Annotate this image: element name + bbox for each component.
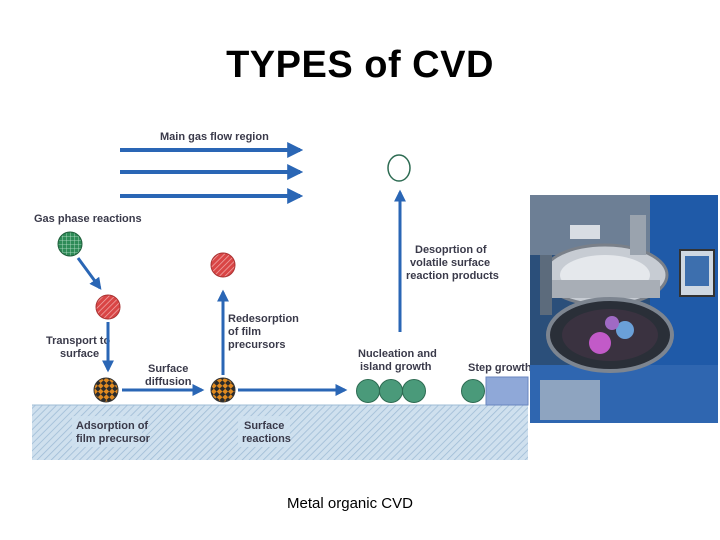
- mocvd-reactor-photo: [530, 195, 718, 423]
- label-gas-phase-reactions: Gas phase reactions: [34, 213, 142, 225]
- slide-title: TYPES of CVD: [226, 44, 494, 86]
- label-step-growth: Step growth: [468, 362, 530, 374]
- label-transport-to-surface-2: surface: [60, 348, 99, 360]
- label-nucleation-1: Nucleation and: [358, 348, 437, 360]
- slide-caption: Metal organic CVD: [287, 495, 413, 512]
- adsorbed-precursor-1: [93, 377, 119, 403]
- volatile-product: [387, 154, 411, 182]
- label-adsorption-2: film precursor: [76, 433, 151, 445]
- label-surface-reactions-1: Surface: [244, 420, 284, 432]
- step-nucleus: [461, 379, 485, 403]
- label-transport-to-surface-1: Transport to: [46, 335, 110, 347]
- label-main-gas-flow: Main gas flow region: [160, 131, 269, 143]
- label-desorption-3: reaction products: [406, 270, 499, 282]
- label-redesorption-1: Redesorption: [228, 313, 299, 325]
- label-redesorption-2: of film: [228, 326, 261, 338]
- gas-flow-arrows: [120, 142, 304, 204]
- redesorbed-precursor: [210, 252, 236, 278]
- island-nuclei: [356, 379, 426, 403]
- label-adsorption-1: Adsorption of: [76, 420, 148, 432]
- step-block: [485, 376, 529, 406]
- label-desorption-1: Desoprtion of: [415, 244, 487, 256]
- cvd-process-diagram: Main gas flow region Gas phase reactions…: [32, 131, 530, 460]
- label-desorption-2: volatile surface: [410, 257, 490, 269]
- label-redesorption-3: precursors: [228, 339, 285, 351]
- label-surface-diffusion-2: diffusion: [145, 376, 192, 388]
- label-surface-diffusion-1: Surface: [148, 363, 188, 375]
- adsorbed-precursor-2: [210, 377, 236, 403]
- label-nucleation-2: island growth: [360, 361, 432, 373]
- gas-phase-molecule: [57, 231, 83, 257]
- precursor-molecule-1: [95, 294, 121, 320]
- label-surface-reactions-2: reactions: [242, 433, 291, 445]
